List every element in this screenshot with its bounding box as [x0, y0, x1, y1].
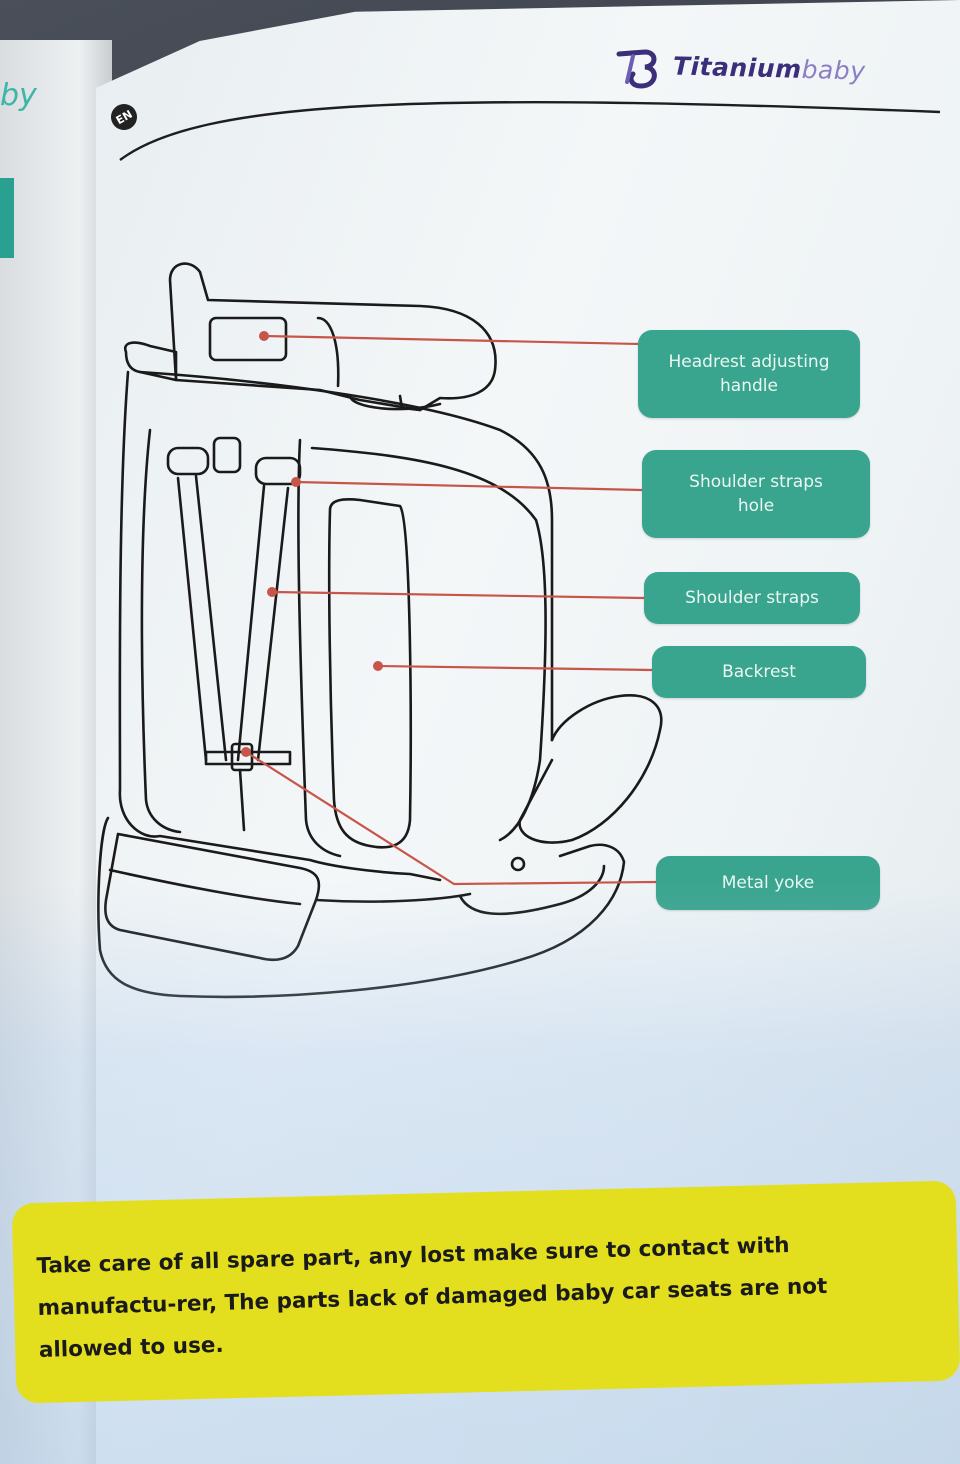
label-backrest: Backrest — [652, 646, 866, 698]
label-metal-yoke: Metal yoke — [656, 856, 880, 910]
label-shoulder-straps: Shoulder straps — [644, 572, 860, 624]
brand-logo: Titaniumbaby — [613, 42, 866, 94]
brand-name: Titaniumbaby — [673, 50, 867, 86]
label-headrest-adjusting-handle: Headrest adjusting handle — [638, 330, 860, 418]
label-shoulder-straps-hole: Shoulder straps hole — [642, 450, 870, 538]
brand-mark-icon — [616, 49, 658, 89]
left-page-teal-tab — [0, 178, 14, 258]
left-page-logo-fragment: by — [0, 78, 37, 113]
warning-note-text: Take care of all spare part, any lost ma… — [36, 1232, 828, 1363]
